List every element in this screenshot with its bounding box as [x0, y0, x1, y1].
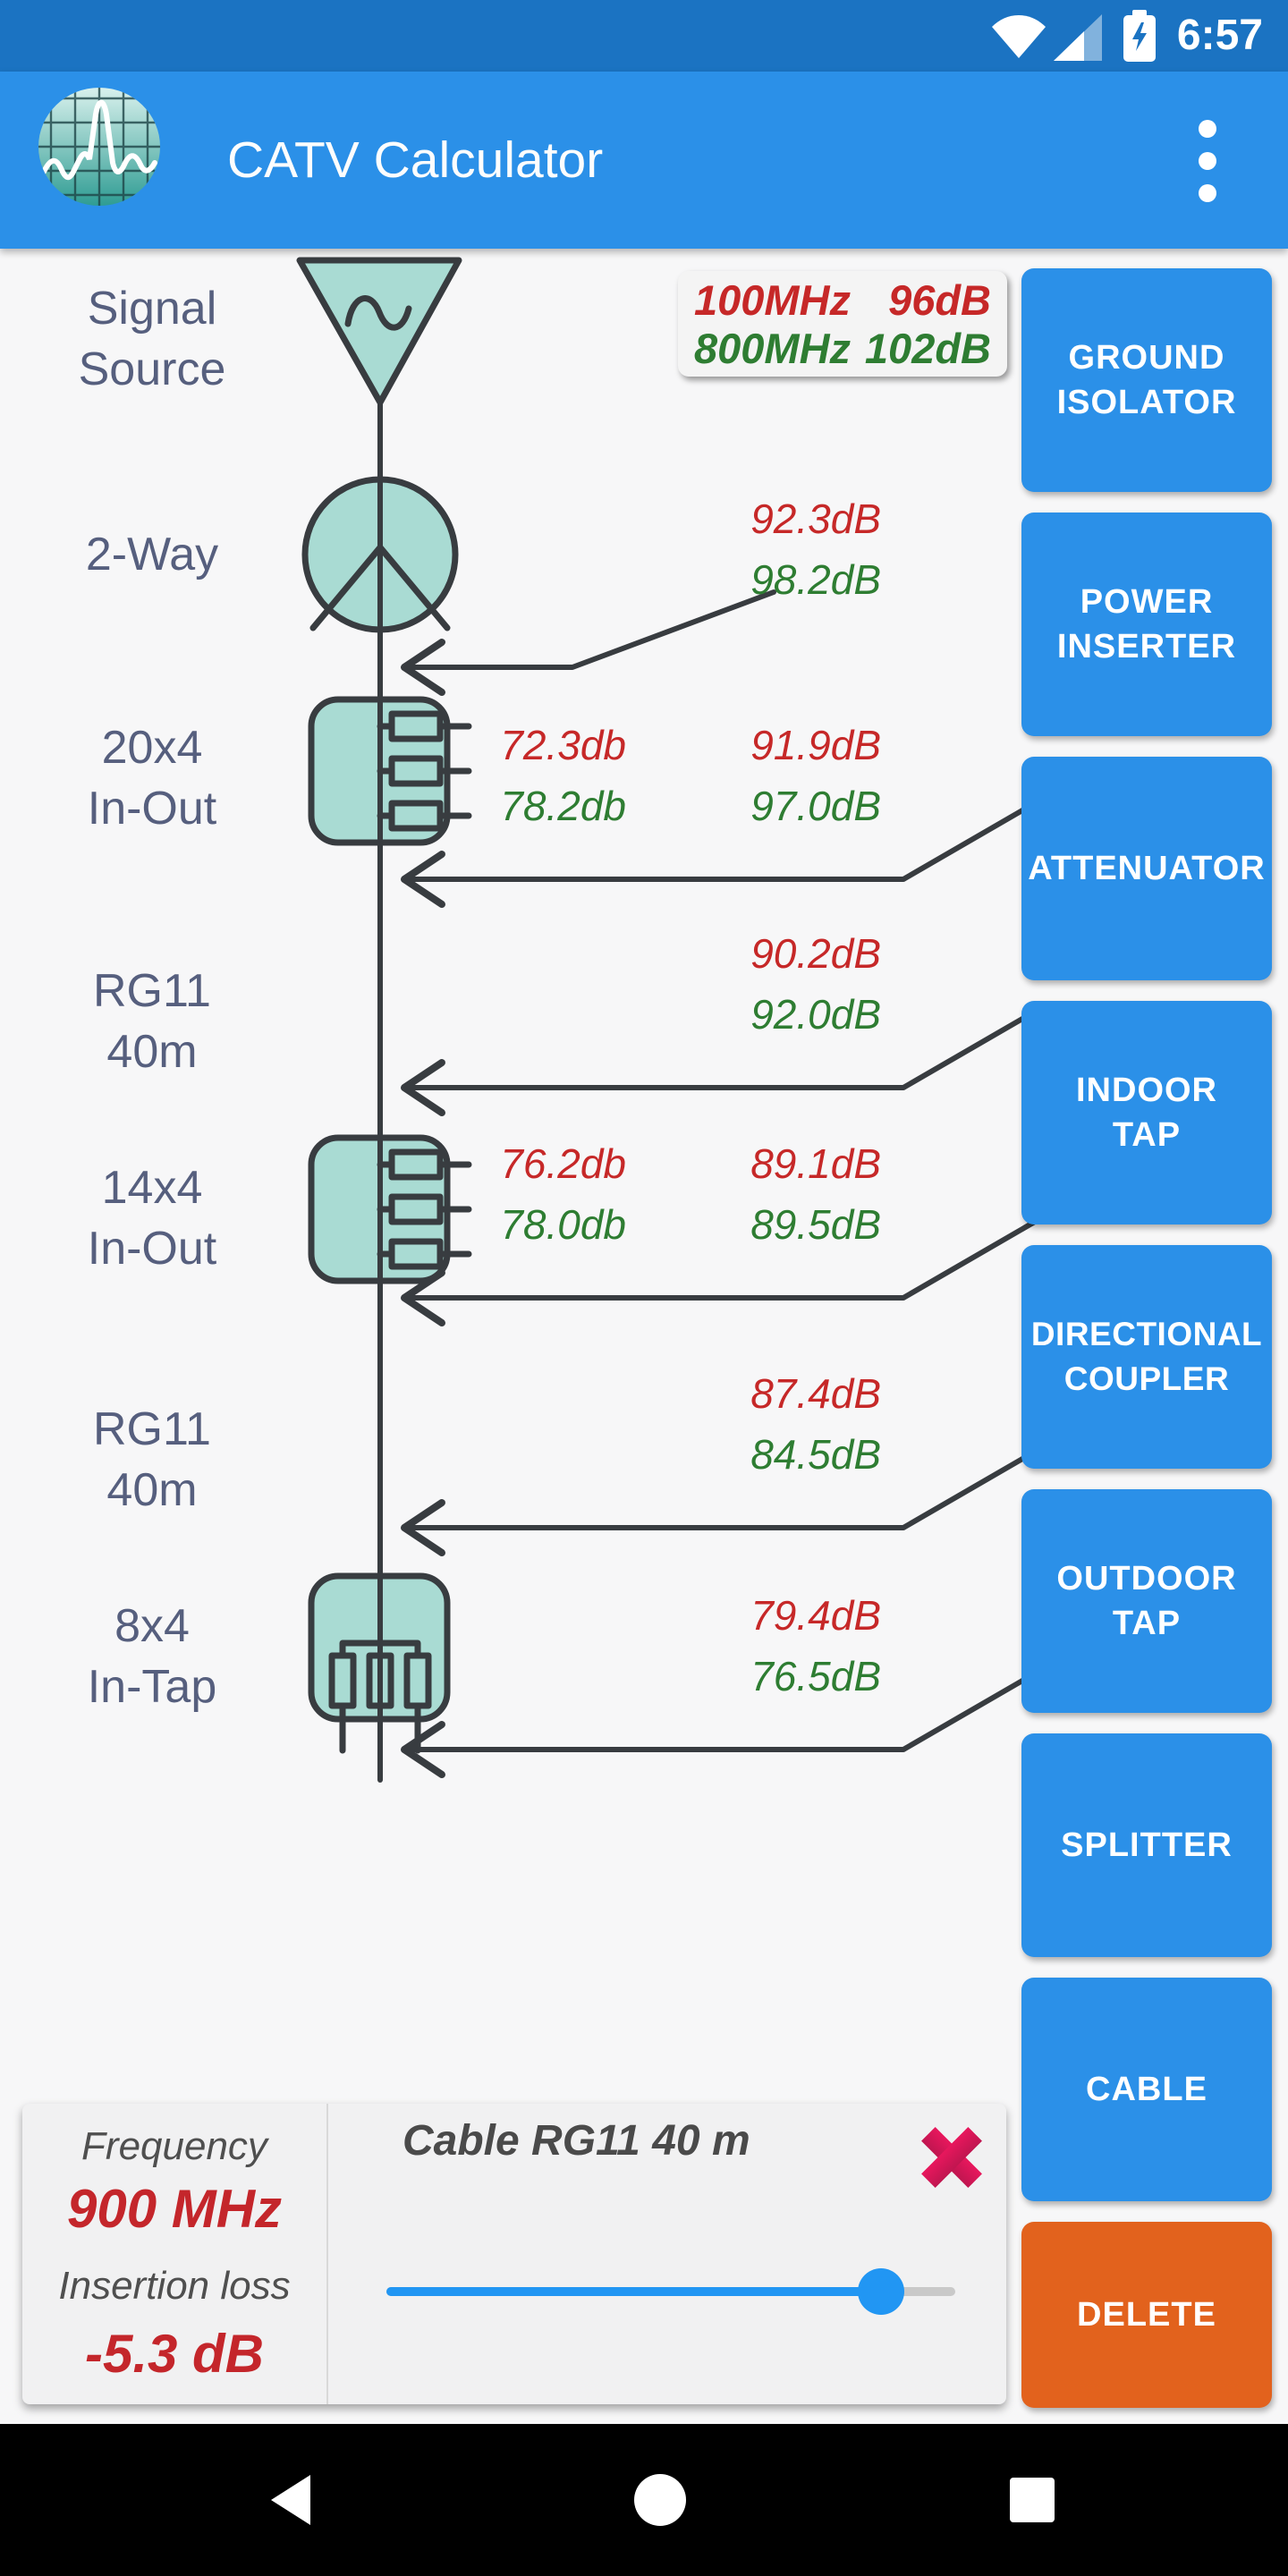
level-800mhz: 97.0dB: [750, 783, 881, 829]
info-level: 96dB: [888, 276, 991, 324]
app-title: CATV Calculator: [227, 131, 604, 189]
home-icon[interactable]: [633, 2424, 687, 2576]
levels-after-tap1: 91.9dB 97.0dB: [666, 715, 881, 836]
cable-editor-panel: Frequency 900 MHz Insertion loss -5.3 dB…: [22, 2104, 1006, 2404]
level-100mhz: 90.2dB: [750, 930, 881, 977]
cable-length-slider[interactable]: [386, 2268, 955, 2315]
back-icon[interactable]: [268, 2424, 313, 2576]
info-level: 102dB: [864, 325, 991, 372]
attenuator-button[interactable]: ATTENUATOR: [1021, 757, 1272, 980]
label-tap3: 8x4 In-Tap: [87, 1600, 217, 1713]
status-bar: 6:57: [0, 0, 1288, 72]
navigation-bar: [0, 2424, 1288, 2576]
slider-fill: [386, 2287, 881, 2296]
insertion-loss-value: -5.3 dB: [84, 2324, 265, 2384]
level-800mhz: 76.5dB: [750, 1653, 881, 1699]
wifi-icon: [992, 15, 1046, 58]
insertion-loss-label: Insertion loss: [58, 2264, 291, 2308]
level-100mhz: 87.4dB: [750, 1370, 881, 1417]
frequency-label: Frequency: [81, 2124, 267, 2168]
label-tap1: 20x4 In-Out: [87, 722, 217, 835]
overflow-menu-icon[interactable]: [1190, 114, 1225, 208]
level-800mhz: 78.2db: [500, 783, 626, 829]
info-row-100mhz: 100MHz 96dB: [694, 276, 991, 325]
source-level-box: 100MHz 96dB 800MHz 102dB: [678, 271, 1007, 377]
sine-wave-icon: [344, 295, 412, 331]
status-clock: 6:57: [1176, 12, 1263, 59]
delete-button[interactable]: DELETE: [1021, 2222, 1272, 2408]
cable-button[interactable]: CABLE: [1021, 1978, 1272, 2201]
level-800mhz: 78.0db: [500, 1201, 626, 1248]
level-100mhz: 92.3dB: [750, 496, 881, 542]
label-signal-source: Signal Source: [78, 283, 226, 395]
level-100mhz: 79.4dB: [750, 1592, 881, 1639]
editor-title: Cable RG11 40 m: [402, 2117, 750, 2165]
oscilloscope-logo-icon: [38, 88, 160, 206]
tap1-resistors: [377, 710, 472, 832]
tap2-resistors: [377, 1148, 472, 1270]
label-cable1: RG11 40m: [93, 965, 211, 1078]
level-100mhz: 72.3db: [500, 722, 626, 768]
info-freq: 100MHz: [694, 276, 852, 324]
levels-after-tap3: 79.4dB 76.5dB: [666, 1585, 881, 1707]
level-800mhz: 92.0dB: [750, 991, 881, 1038]
level-100mhz: 91.9dB: [750, 722, 881, 768]
app-bar: CATV Calculator: [0, 72, 1288, 249]
directional-coupler-button[interactable]: DIRECTIONAL COUPLER: [1021, 1245, 1272, 1469]
signal-source-symbol[interactable]: [296, 257, 462, 406]
info-freq: 800MHz: [694, 325, 852, 372]
level-800mhz: 98.2dB: [750, 556, 881, 603]
indoor-tap-button[interactable]: INDOOR TAP: [1021, 1001, 1272, 1224]
slider-handle[interactable]: [858, 2268, 904, 2315]
label-splitter: 2-Way: [85, 529, 219, 580]
levels-after-cable1: 90.2dB 92.0dB: [666, 923, 881, 1045]
level-100mhz: 89.1dB: [750, 1140, 881, 1187]
label-tap2: 14x4 In-Out: [87, 1162, 217, 1275]
power-inserter-button[interactable]: POWER INSERTER: [1021, 513, 1272, 736]
panel-divider: [326, 2104, 328, 2404]
levels-tap1-out: 72.3db 78.2db: [411, 715, 626, 836]
splitter-legs: [309, 544, 451, 631]
levels-tap2-out: 76.2db 78.0db: [411, 1133, 626, 1255]
label-cable2: RG11 40m: [93, 1403, 211, 1516]
battery-charging-icon: [1123, 10, 1156, 62]
recents-icon[interactable]: [1009, 2424, 1055, 2576]
level-800mhz: 89.5dB: [750, 1201, 881, 1248]
frequency-value: 900 MHz: [66, 2179, 283, 2239]
levels-after-tap2: 89.1dB 89.5dB: [666, 1133, 881, 1255]
ground-isolator-button[interactable]: GROUND ISOLATOR: [1021, 268, 1272, 492]
level-800mhz: 84.5dB: [750, 1431, 881, 1478]
close-icon[interactable]: [918, 2123, 986, 2191]
level-arrows: [401, 589, 1042, 1778]
outdoor-tap-button[interactable]: OUTDOOR TAP: [1021, 1489, 1272, 1713]
levels-after-splitter: 92.3dB 98.2dB: [666, 488, 881, 610]
info-row-800mhz: 800MHz 102dB: [694, 325, 991, 373]
levels-after-cable2: 87.4dB 84.5dB: [666, 1363, 881, 1485]
cellular-icon: [1054, 14, 1102, 61]
level-100mhz: 76.2db: [500, 1140, 626, 1187]
splitter-button[interactable]: SPLITTER: [1021, 1733, 1272, 1957]
